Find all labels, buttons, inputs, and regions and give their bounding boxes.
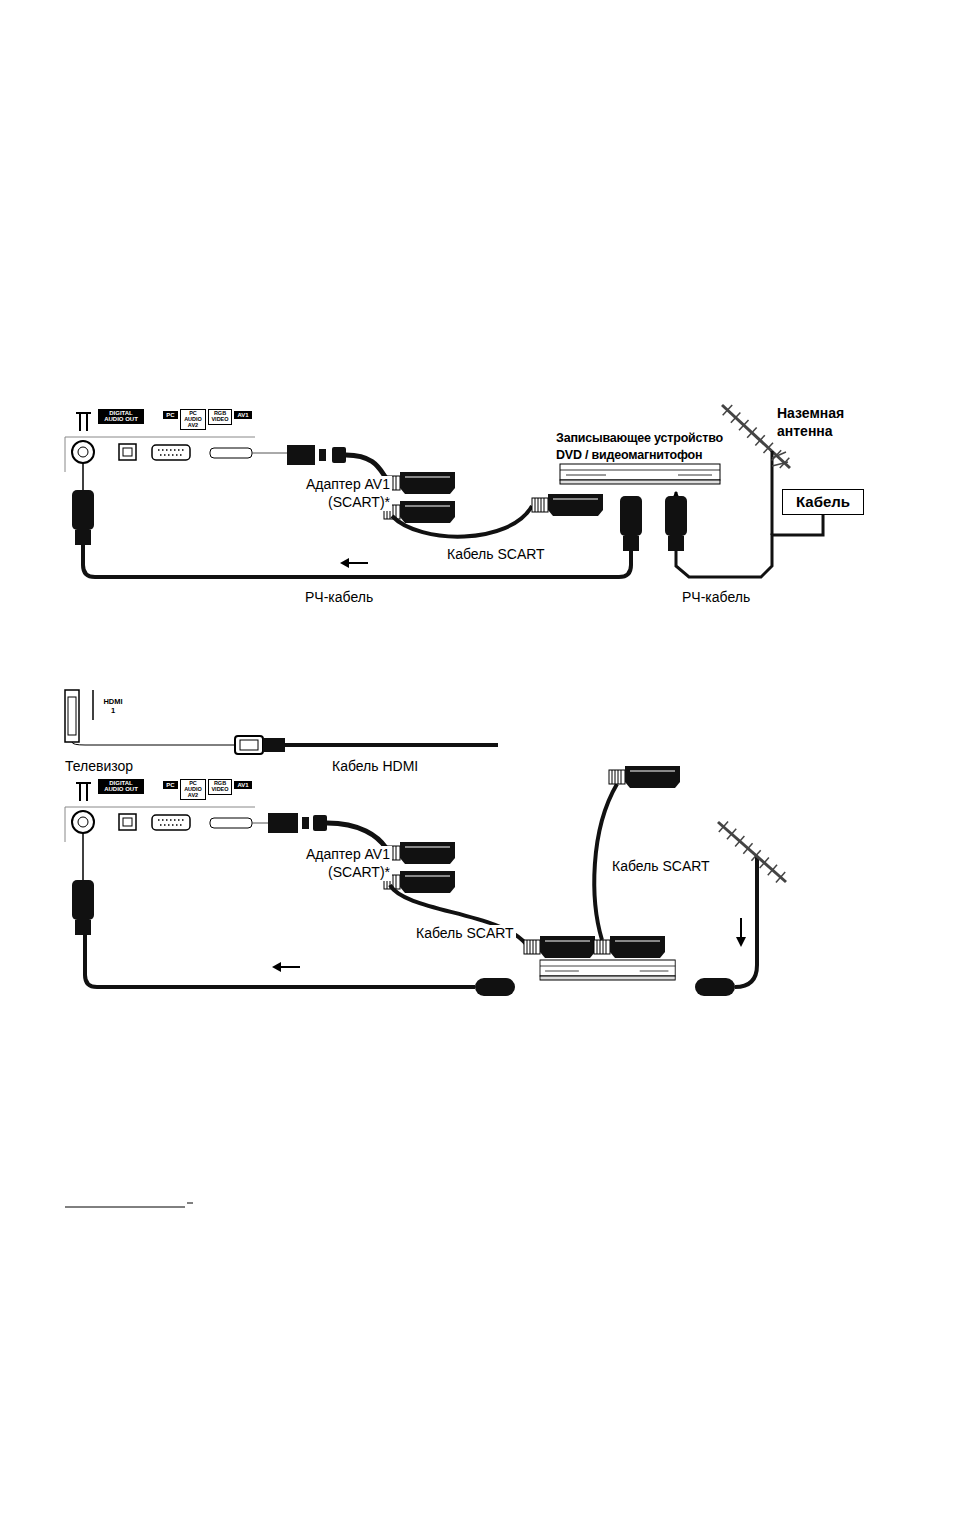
- part-label: Адаптер AV1 (SCART)*: [282, 846, 392, 881]
- antenna-mast: [771, 451, 774, 535]
- ferrite-core: [313, 815, 327, 831]
- port-tag: DIGITAL AUDIO OUT: [98, 779, 144, 794]
- port-tag: RGB VIDEO: [208, 779, 232, 795]
- direction-arrow: [272, 962, 281, 972]
- port-tag: RGB VIDEO: [208, 409, 232, 425]
- direction-arrow: [736, 937, 746, 947]
- recorder-device: [540, 960, 675, 980]
- hdmi-plug: [235, 736, 263, 754]
- cable-label: Кабель SCART: [445, 546, 547, 564]
- antenna-element: [763, 443, 773, 453]
- scart-cable: [390, 885, 526, 944]
- cable-label: Кабель SCART: [414, 925, 516, 943]
- direction-arrow: [348, 562, 368, 564]
- port-tag: AV1: [234, 411, 252, 419]
- cable-label: РЧ-кабель: [680, 589, 752, 607]
- port-tag: PC: [163, 411, 178, 419]
- rf-plug: [620, 496, 642, 551]
- antenna-element: [776, 872, 785, 882]
- rf-plug: [72, 880, 94, 935]
- node-text: Кабель: [796, 493, 850, 511]
- cable-label: РЧ-кабель: [303, 589, 375, 607]
- adapter-neck: [319, 449, 326, 461]
- port-tag: PC: [163, 781, 178, 789]
- rf-plug: [475, 978, 515, 996]
- scart-connector: [594, 936, 665, 958]
- ferrite-core: [332, 447, 346, 463]
- antenna-label: Наземная антенна: [775, 405, 861, 440]
- hdmi-plug: [240, 740, 258, 750]
- recorder-device: [560, 464, 720, 484]
- antenna-element: [751, 850, 760, 860]
- adapter-cable: [346, 455, 386, 478]
- port-divider: [92, 690, 94, 720]
- device-label: Телевизор: [63, 758, 135, 776]
- antenna-element: [755, 435, 765, 445]
- direction-arrow: [340, 558, 349, 568]
- node-text: Записывающее устройство DVD / видеомагни…: [556, 430, 741, 464]
- scart-cable: [392, 506, 532, 537]
- port-tag: DIGITAL AUDIO OUT: [98, 409, 144, 424]
- antenna-element: [760, 858, 769, 868]
- rf-plug: [665, 496, 687, 551]
- scart-connector: [384, 472, 455, 494]
- cable-label: Кабель HDMI: [330, 758, 420, 776]
- port-tag: PC AUDIO AV2: [180, 409, 206, 430]
- antenna-element: [772, 450, 782, 460]
- direction-arrow: [740, 918, 742, 938]
- port-tag: AV1: [234, 781, 252, 789]
- scart-connector: [532, 494, 603, 516]
- antenna-element: [743, 843, 752, 853]
- direction-arrow: [280, 966, 300, 968]
- antenna-element: [719, 822, 728, 832]
- hdmi-port: [65, 690, 79, 742]
- antenna-boom: [718, 822, 786, 882]
- hdmi-cable: [285, 743, 498, 747]
- recorder-box: Записывающее устройство DVD / видеомагни…: [556, 430, 741, 492]
- rf-cable: [735, 856, 757, 987]
- plug-lead: [82, 463, 84, 490]
- port-label: HDMI 1: [101, 697, 125, 716]
- rf-plug: [72, 490, 94, 545]
- plug-lead: [82, 833, 84, 880]
- antenna-element: [727, 829, 736, 839]
- adapter-neck: [302, 817, 309, 829]
- adapter-cable: [327, 823, 386, 848]
- antenna-element: [739, 420, 749, 430]
- antenna-element: [780, 458, 790, 468]
- part-label: Адаптер AV1 (SCART)*: [282, 476, 392, 511]
- antenna-element: [735, 836, 744, 846]
- source-box: Кабель: [782, 489, 864, 515]
- hdmi-port: [68, 697, 76, 735]
- antenna-element: [731, 412, 741, 422]
- footnote-rule: [65, 1203, 193, 1207]
- scart-connector: [609, 766, 680, 788]
- adapter-plug: [268, 813, 298, 833]
- scart-connector: [384, 842, 455, 864]
- adapter-lead: [252, 823, 268, 824]
- antenna-elements: [719, 405, 790, 883]
- antenna-element: [723, 405, 733, 415]
- rf-cable: [83, 545, 631, 577]
- cable-label: Кабель SCART: [610, 858, 712, 876]
- hdmi-lead: [72, 742, 235, 745]
- port-tag: PC AUDIO AV2: [180, 779, 206, 800]
- rf-plug: [695, 978, 735, 996]
- antenna-support: [772, 452, 788, 466]
- antenna-element: [747, 428, 757, 438]
- scart-connector: [524, 936, 595, 958]
- rf-cable: [85, 935, 475, 987]
- hdmi-plug: [263, 738, 285, 752]
- adapter-lead: [252, 453, 287, 454]
- antenna-element: [768, 865, 777, 875]
- adapter-plug: [287, 445, 315, 465]
